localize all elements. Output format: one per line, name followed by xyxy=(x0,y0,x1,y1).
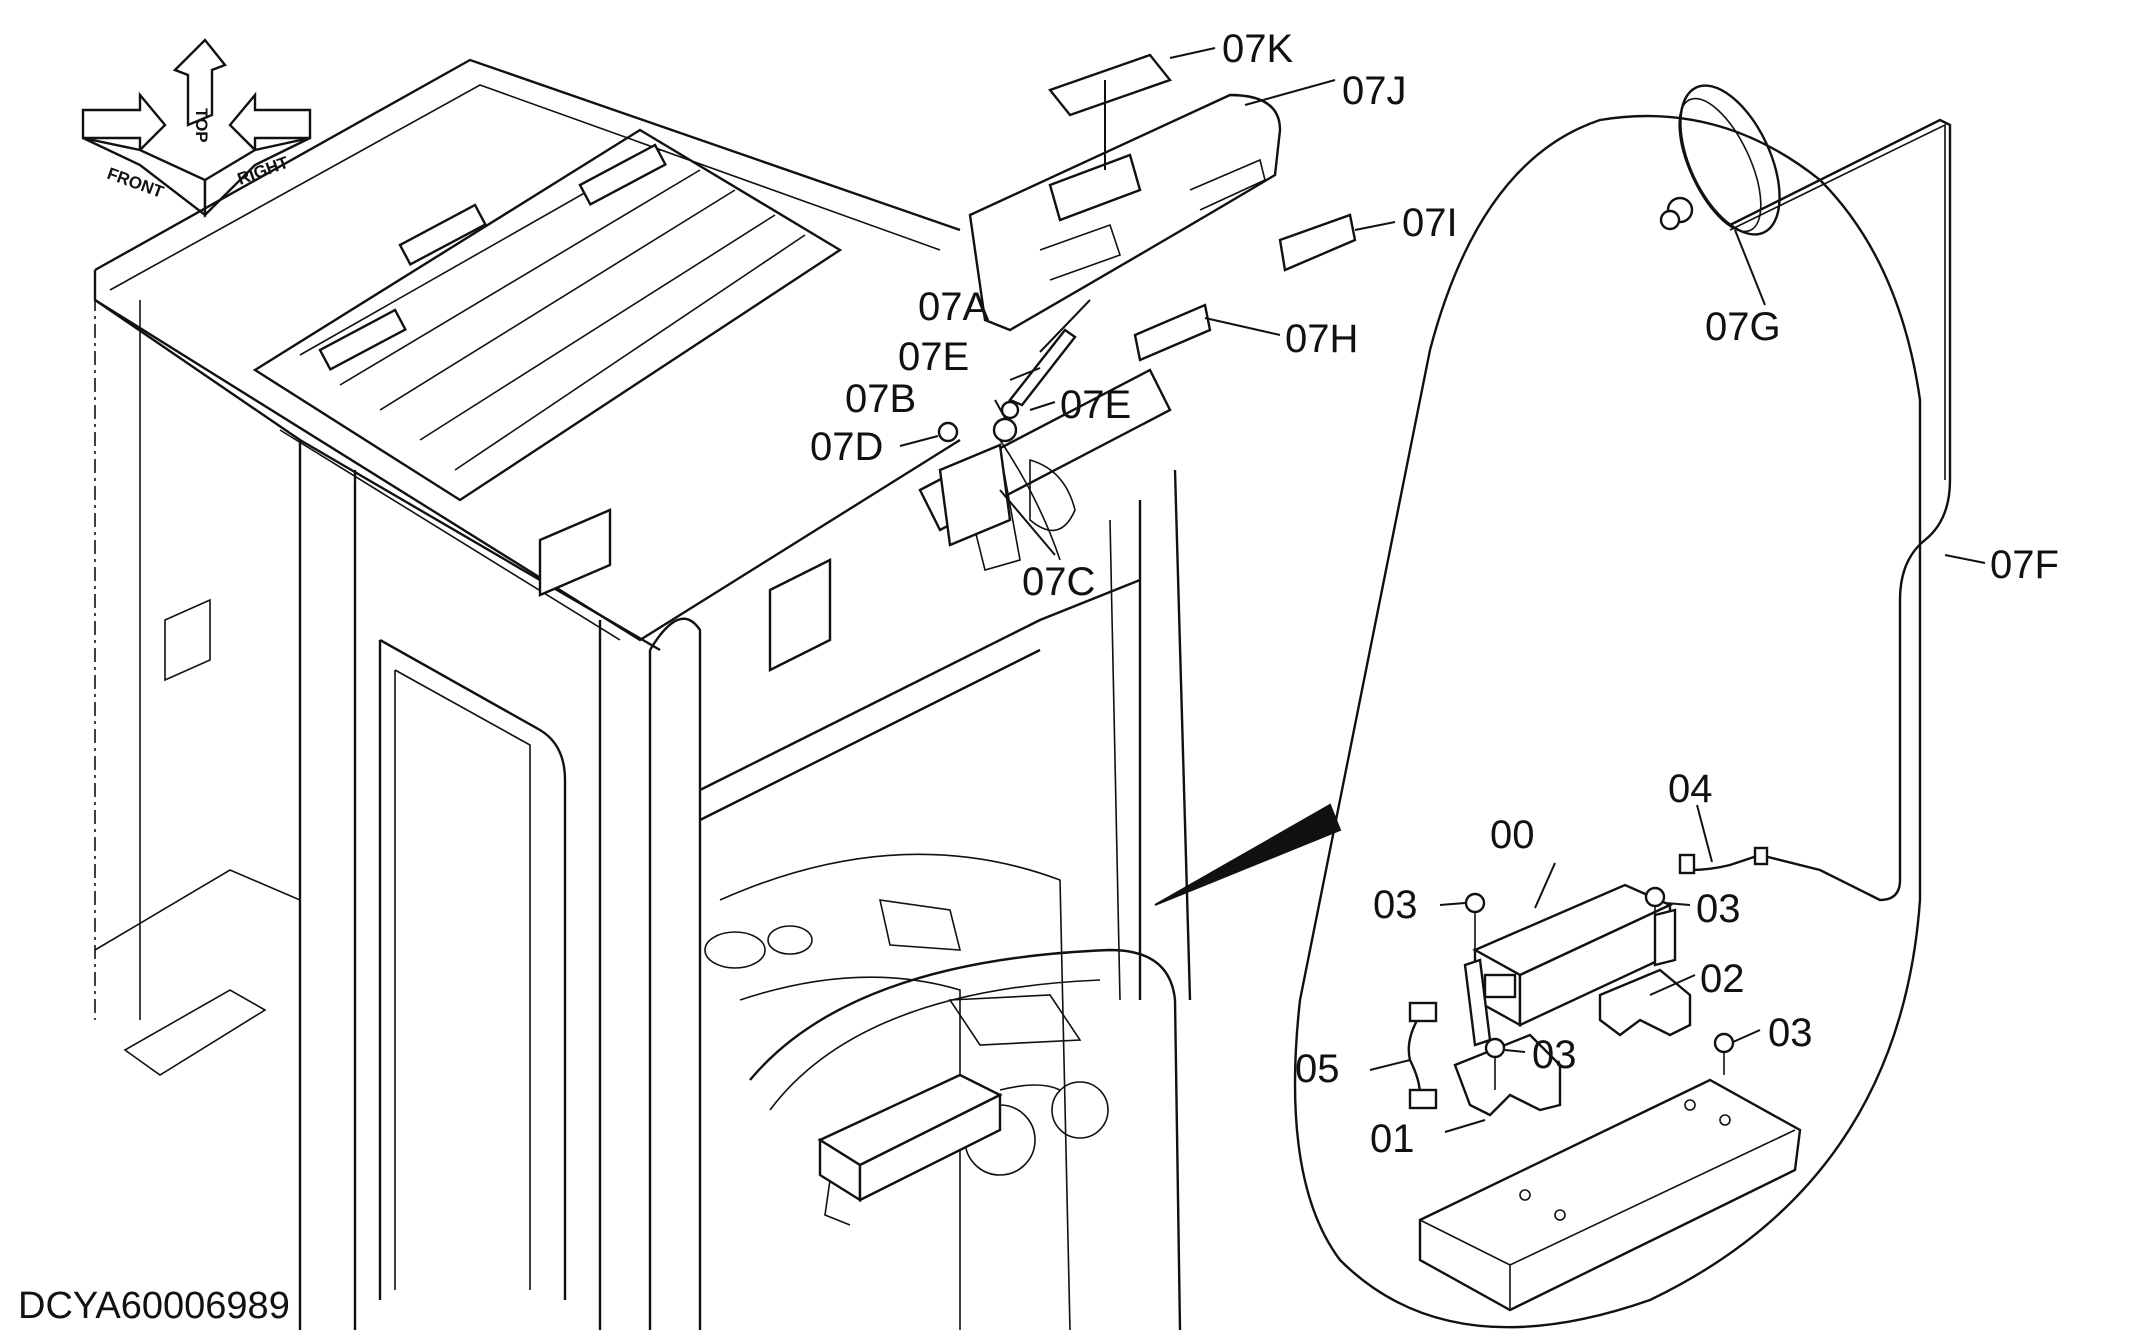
callout-07H: 07H xyxy=(1285,317,1358,361)
callout-03-a: 03 xyxy=(1373,883,1418,927)
callout-02: 02 xyxy=(1700,957,1745,1001)
part-03-c xyxy=(1484,1037,1506,1059)
part-07I xyxy=(1278,213,1357,272)
callout-01: 01 xyxy=(1370,1117,1415,1161)
mounting-plate xyxy=(1418,1078,1802,1312)
orientation-indicator: FRONT TOP RIGHT xyxy=(81,38,312,218)
callout-07E-right: 07E xyxy=(1060,383,1131,427)
part-07K xyxy=(1048,53,1172,117)
callout-07K: 07K xyxy=(1222,27,1293,71)
callout-labels: 07K 07J 07I 07H 07A 07E 07E 07B 07D 07C … xyxy=(810,27,2059,1161)
part-03-b xyxy=(1644,886,1666,908)
callout-03-d: 03 xyxy=(1768,1011,1813,1055)
callout-03-c: 03 xyxy=(1532,1033,1577,1077)
orientation-top-label: TOP xyxy=(192,108,211,143)
part-07H xyxy=(1133,303,1212,362)
part-05 xyxy=(1407,1014,1422,1096)
part-01 xyxy=(1453,1033,1562,1117)
callout-07I: 07I xyxy=(1402,201,1458,245)
callout-07G: 07G xyxy=(1705,305,1781,349)
part-04 xyxy=(1689,853,1761,872)
callout-07C: 07C xyxy=(1022,560,1095,604)
part-07A xyxy=(1008,328,1077,407)
part-07J xyxy=(968,93,1282,332)
callout-07D: 07D xyxy=(810,425,883,469)
part-07C xyxy=(938,443,1012,547)
detail-balloon xyxy=(1154,84,1952,1329)
part-07D xyxy=(937,421,959,443)
callout-05: 05 xyxy=(1295,1047,1340,1091)
part-03-d xyxy=(1713,1032,1735,1054)
callout-07J: 07J xyxy=(1342,69,1407,113)
antenna-assembly xyxy=(937,53,1357,561)
leader-lines xyxy=(899,47,1986,1133)
callout-03-b: 03 xyxy=(1696,887,1741,931)
callout-04: 04 xyxy=(1668,767,1713,811)
part-07E xyxy=(1000,400,1020,420)
document-id: DCYA60006989 xyxy=(18,1285,290,1327)
part-07F xyxy=(1729,118,1952,902)
part-07B xyxy=(992,417,1018,443)
part-03-a xyxy=(1464,892,1486,914)
callout-07B: 07B xyxy=(845,377,916,421)
part-07G xyxy=(1659,84,1781,236)
callout-00: 00 xyxy=(1490,813,1535,857)
callout-07F: 07F xyxy=(1990,543,2059,587)
cab-controller-box xyxy=(817,1073,1061,1226)
callout-07E-left: 07E xyxy=(898,335,969,379)
callout-07A: 07A xyxy=(918,285,989,329)
